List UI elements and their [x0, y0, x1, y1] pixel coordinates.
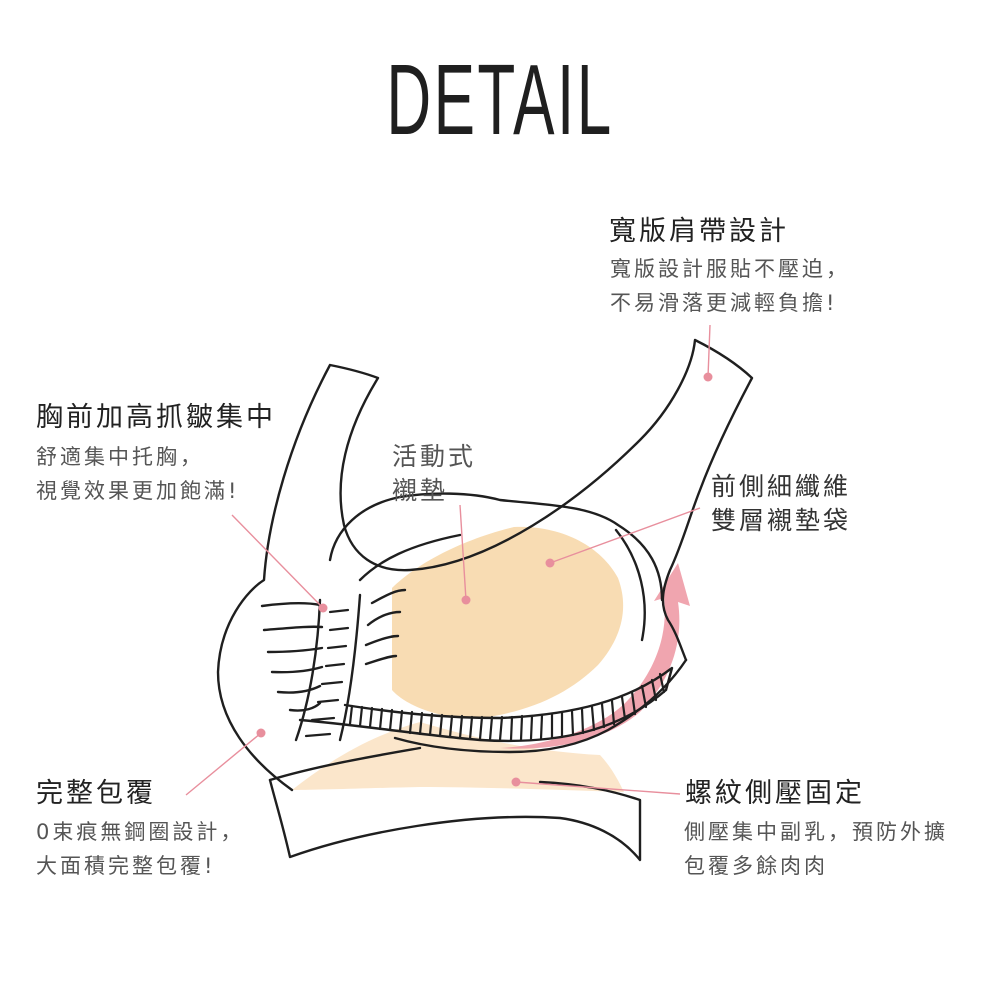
marker-pocket	[545, 558, 555, 568]
marker-pad	[461, 595, 471, 605]
side-heading: 螺紋側壓固定	[685, 778, 865, 809]
coverage-heading: 完整包覆	[36, 778, 156, 809]
strap-description: 寬版設計服貼不壓迫， 不易滑落更減輕負擔!	[610, 252, 850, 320]
side-line-2: 包覆多餘肉肉	[684, 854, 828, 878]
center-gore	[294, 598, 322, 742]
side-line-1: 側壓集中副乳，預防外擴	[684, 820, 948, 844]
gather-line-1: 舒適集中托胸，	[36, 445, 204, 469]
coverage-description: 0束痕無鋼圈設計， 大面積完整包覆!	[36, 815, 244, 883]
ribbed-band	[298, 666, 674, 743]
removable-pad-shape	[392, 526, 624, 719]
back-edge	[393, 658, 688, 754]
page-title: DETAIL	[386, 44, 614, 156]
side-arrow	[500, 563, 690, 749]
side-description: 側壓集中副乳，預防外擴 包覆多餘肉肉	[684, 815, 948, 883]
neckline-inner	[328, 492, 664, 602]
pocket-line-1: 前側細纖維	[711, 472, 852, 501]
marker-side	[511, 777, 521, 787]
strap-heading: 寬版肩帶設計	[609, 216, 789, 247]
gather-line-2: 視覺效果更加飽滿!	[36, 479, 240, 503]
inner-band-fill	[292, 722, 624, 792]
pad-label: 活動式 襯墊	[392, 440, 476, 508]
coverage-line-2: 大面積完整包覆!	[36, 854, 216, 878]
band-top	[268, 746, 422, 782]
outer-outline	[216, 338, 754, 792]
marker-strap	[703, 372, 713, 382]
strap-line-2: 不易滑落更減輕負擔!	[610, 291, 838, 315]
strap-line-1: 寬版設計服貼不壓迫，	[610, 257, 850, 281]
marker-gather	[318, 603, 328, 613]
pocket-line-2: 雙層襯墊袋	[711, 506, 852, 535]
marker-coverage	[256, 728, 266, 738]
gather-description: 舒適集中托胸， 視覺效果更加飽滿!	[36, 440, 239, 508]
pad-line-2: 襯墊	[392, 476, 449, 505]
bottom-band	[268, 778, 642, 862]
center-gore-inner	[338, 593, 362, 742]
coverage-line-1: 0束痕無鋼圈設計，	[36, 820, 245, 844]
pocket-label: 前側細纖維 雙層襯墊袋	[711, 470, 851, 538]
pad-line-1: 活動式	[392, 442, 477, 471]
gather-heading: 胸前加高抓皺集中	[36, 402, 276, 433]
